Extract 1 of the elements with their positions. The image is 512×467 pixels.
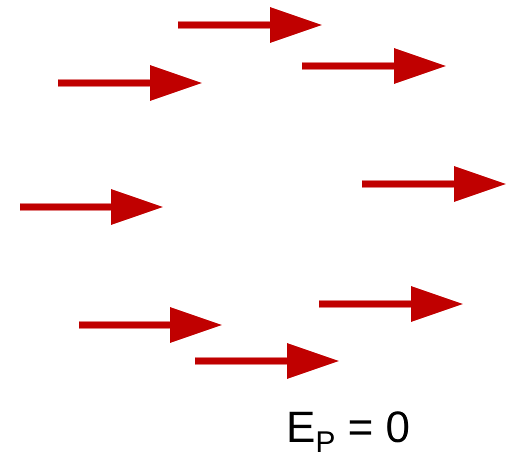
formula-label: E$_{P}$ = 0 bbox=[286, 404, 410, 459]
